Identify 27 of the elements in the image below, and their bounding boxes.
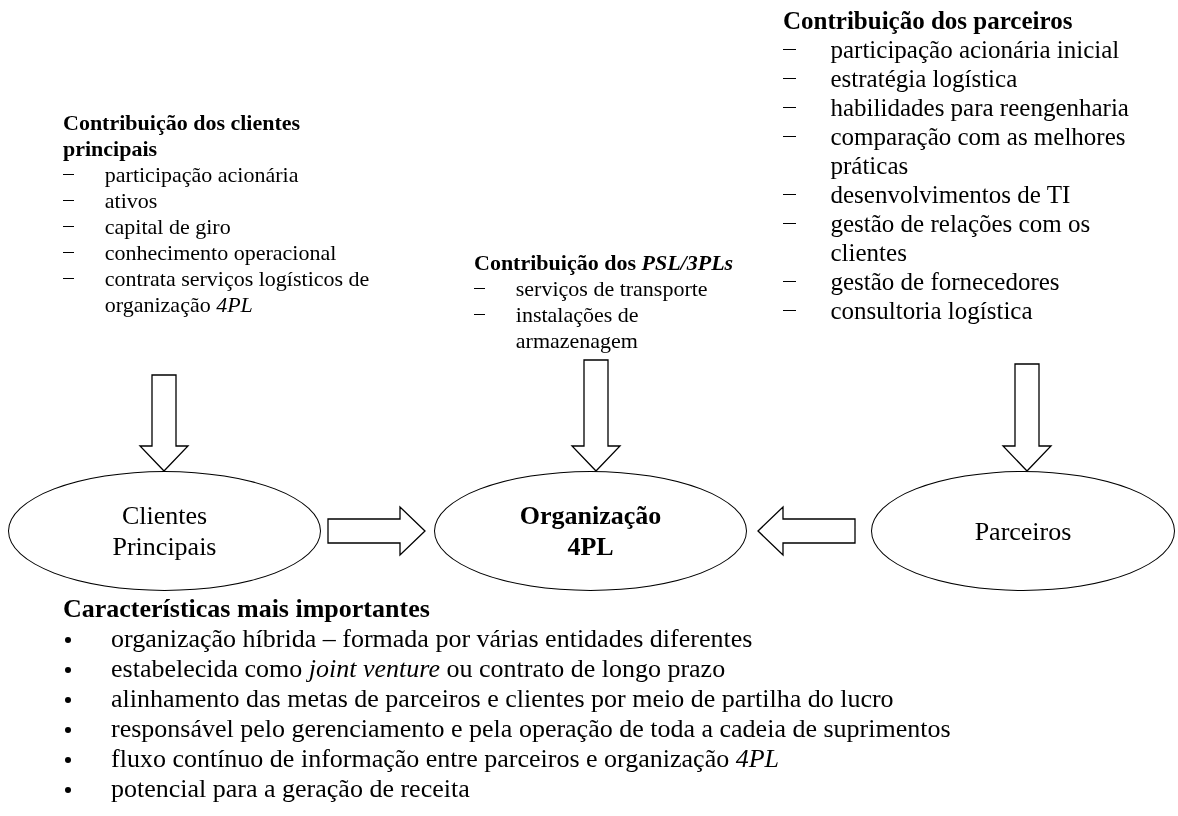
section-heading: Contribuição dos parceiros — [783, 6, 1073, 35]
block-arrow — [327, 505, 426, 557]
bullet-item: alinhamento das metas de parceiros e clientes por meio de partilha do lucro — [63, 684, 1163, 714]
list-item: serviços de transporte — [474, 276, 708, 302]
list-item: participação acionária — [63, 162, 299, 188]
list-item: estratégia logística — [783, 64, 1018, 93]
list-item: consultoria logística — [783, 296, 1033, 325]
list-item: desenvolvimentos de TI — [783, 180, 1071, 209]
list-item: participação acionária inicial — [783, 35, 1120, 64]
bullet-item: responsável pelo gerenciamento e pela operação de toda a cadeia de suprimentos — [63, 714, 1163, 744]
list-item: capital de giro — [63, 214, 231, 240]
list-item: contrata serviços logísticos de organização 4PL — [63, 266, 392, 318]
block-arrow — [570, 359, 622, 472]
block-arrow — [1001, 363, 1053, 472]
list-item: instalações de armazenagem — [474, 302, 733, 354]
list-item: habilidades para reengenharia — [783, 93, 1129, 122]
bullet-item: organização híbrida – formada por várias entidades diferentes — [63, 624, 1163, 654]
section-heading: Contribuição dos PSL/3PLs — [474, 250, 734, 276]
list-item: gestão de fornecedores — [783, 267, 1060, 296]
bullet-item: estabelecida como joint venture ou contrato de longo prazo — [63, 654, 1163, 684]
list-item: conhecimento operacional — [63, 240, 337, 266]
bullet-item: potencial para a geração de receita — [63, 774, 1163, 804]
section-heading: Características mais importantes — [63, 594, 431, 624]
block-arrow — [138, 374, 190, 472]
bullet-item: fluxo contínuo de informação entre parceiros e organização 4PL — [63, 744, 1163, 774]
list-item: ativos — [63, 188, 158, 214]
block-arrow — [757, 505, 856, 557]
